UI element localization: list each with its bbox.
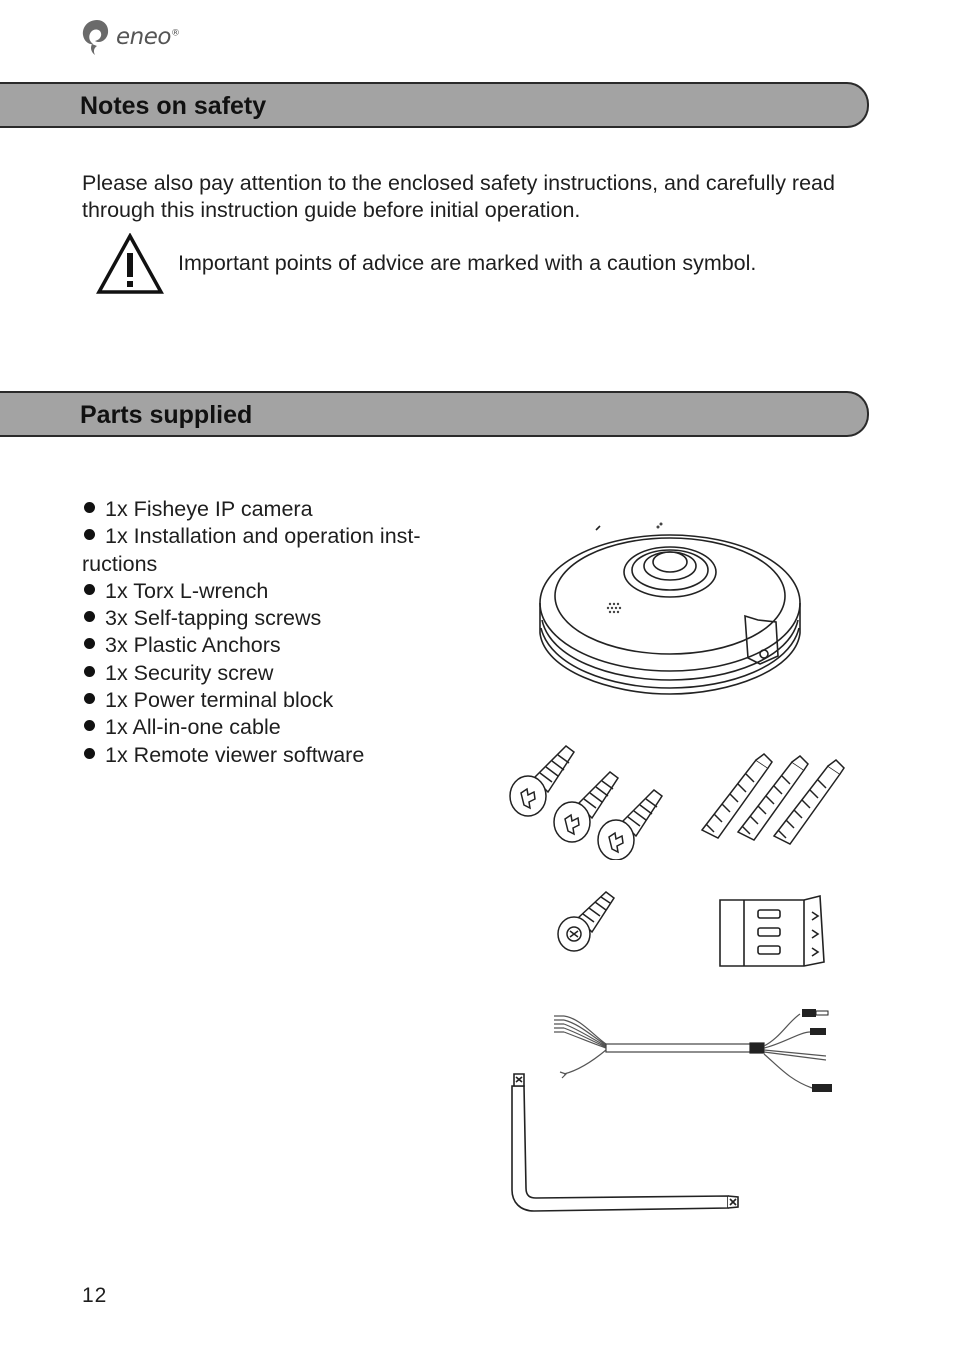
power-terminal-block-illustration: [719, 894, 825, 967]
list-item: 1x Installation and operation inst-ructi…: [82, 524, 421, 576]
torx-l-wrench-illustration: [511, 1073, 739, 1212]
all-in-one-cable-illustration: [554, 1009, 832, 1092]
bullet-icon: [84, 611, 95, 623]
bullet-icon: [84, 502, 95, 513]
self-tapping-screws-illustration: [509, 745, 664, 860]
bullet-icon: [84, 529, 95, 541]
parts-list: 1x Fisheye IP camera 1x Installation and…: [82, 496, 462, 769]
eneo-swirl-logo-icon: [82, 20, 109, 55]
eneo-logo: eneo®: [80, 16, 180, 58]
section-header-parts: Parts supplied: [0, 391, 869, 437]
list-item: 1x Security screw: [82, 660, 462, 687]
fisheye-camera-illustration: [539, 522, 801, 695]
bullet-icon: [84, 693, 95, 705]
caution-text: Important points of advice are marked wi…: [178, 251, 757, 275]
list-item: 3x Plastic Anchors: [82, 632, 462, 659]
page-number: 12: [82, 1284, 108, 1307]
safety-paragraph: Please also pay attention to the enclose…: [82, 171, 835, 222]
section-title: Notes on safety: [80, 92, 267, 120]
list-item: 1x All-in-one cable: [82, 714, 462, 741]
bullet-icon: [84, 665, 95, 677]
caution-triangle-icon: [96, 233, 164, 294]
bullet-icon: [84, 638, 95, 650]
list-item: 3x Self-tapping screws: [82, 605, 462, 632]
bullet-icon: [84, 583, 95, 595]
section-header-safety: Notes on safety: [0, 82, 869, 128]
plastic-anchors-illustration: [700, 753, 845, 845]
list-item: 1x Fisheye IP camera: [82, 496, 462, 523]
section-title: Parts supplied: [80, 401, 253, 429]
bullet-icon: [84, 747, 95, 759]
list-item: 1x Torx L-wrench: [82, 578, 462, 605]
list-item: 1x Power terminal block: [82, 687, 462, 714]
brand-name: eneo®: [116, 24, 180, 50]
bullet-icon: [84, 720, 95, 732]
security-screw-illustration: [557, 891, 616, 952]
list-item: 1x Remote viewer software: [82, 742, 462, 769]
